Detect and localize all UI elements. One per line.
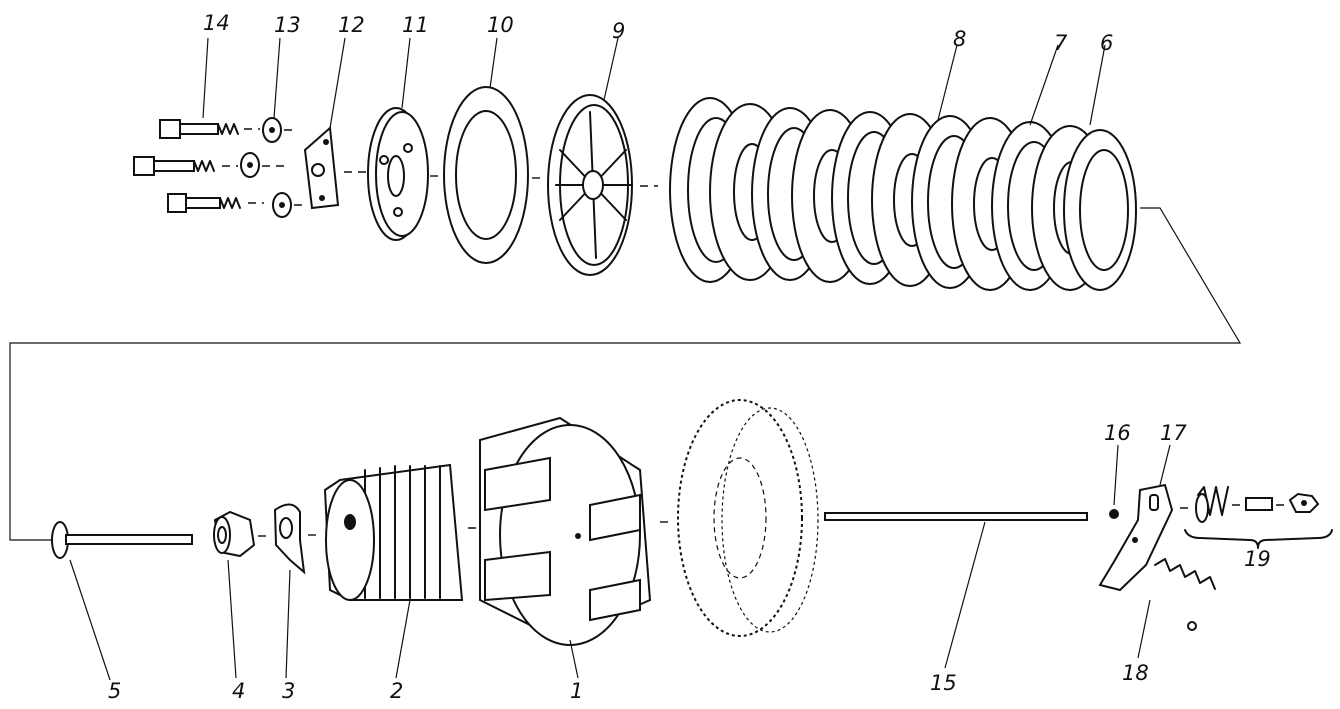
friction-ring xyxy=(443,86,544,264)
cover-plate xyxy=(367,107,444,241)
lock-washers xyxy=(240,117,304,218)
callout-8: 8 xyxy=(953,27,966,51)
callout-1: 1 xyxy=(570,679,583,703)
callout-19: 19 xyxy=(1244,547,1271,571)
callout-17: 17 xyxy=(1160,421,1187,445)
callout-labels: 14 13 12 11 10 9 8 7 6 5 4 3 2 1 15 16 1… xyxy=(108,11,1271,703)
callout-11: 11 xyxy=(402,13,429,37)
callout-18: 18 xyxy=(1122,661,1149,685)
sprocket xyxy=(677,399,819,637)
callout-5: 5 xyxy=(108,679,121,703)
callout-4: 4 xyxy=(232,679,245,703)
callout-14: 14 xyxy=(203,11,230,35)
long-pin xyxy=(51,521,193,559)
callout-16: 16 xyxy=(1104,421,1131,445)
callout-2: 2 xyxy=(390,679,403,703)
hex-nut xyxy=(213,510,272,558)
callout-9: 9 xyxy=(612,19,625,43)
callout-6: 6 xyxy=(1100,31,1113,55)
callout-15: 15 xyxy=(930,671,957,695)
callout-3: 3 xyxy=(282,679,295,703)
clutch-drum xyxy=(479,416,674,646)
row-connector-line xyxy=(9,207,1242,541)
clutch-hub xyxy=(323,463,488,601)
callout-12: 12 xyxy=(338,13,365,37)
return-spring xyxy=(1154,558,1216,631)
tri-plate xyxy=(303,125,366,210)
adjuster-group xyxy=(1180,486,1333,549)
callout-10: 10 xyxy=(487,13,514,37)
callout-7: 7 xyxy=(1054,31,1068,55)
bolt-upper xyxy=(159,119,239,139)
spoked-plate xyxy=(547,94,658,276)
leader-lines xyxy=(69,37,1171,681)
callout-13: 13 xyxy=(274,13,301,37)
bolt-lower xyxy=(167,193,241,213)
clutch-plate-stack xyxy=(669,97,1137,291)
bolt-middle xyxy=(133,156,215,176)
release-lever xyxy=(1098,483,1174,592)
push-rod xyxy=(824,512,1088,521)
tab-washer xyxy=(273,503,322,575)
steel-ball xyxy=(1109,509,1119,519)
bolt-set xyxy=(133,119,264,213)
